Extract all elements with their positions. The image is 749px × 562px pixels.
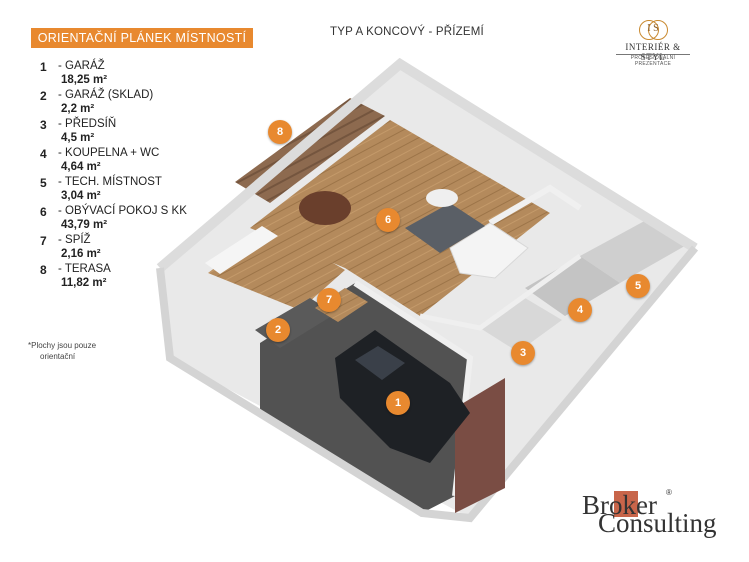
legend-room-area: 4,5 m² xyxy=(61,132,95,144)
wall-front xyxy=(156,245,699,523)
legend-room-area: 11,82 m² xyxy=(61,277,107,289)
room-marker-obyvaci-pokoj: 6 xyxy=(376,208,400,232)
broker-consulting-logo: Broker ® Consulting xyxy=(582,488,742,550)
broker-logo-line1: Broker xyxy=(582,490,657,520)
room-marker-koupelna: 4 xyxy=(568,298,592,322)
broker-logo-line2: Consulting xyxy=(598,508,717,538)
room-marker-predsin: 3 xyxy=(511,341,535,365)
registered-mark: ® xyxy=(666,488,672,497)
plan-header-text: ORIENTAČNÍ PLÁNEK MÍSTNOSTÍ xyxy=(37,31,247,45)
monogram-logo-icon: I S xyxy=(639,18,668,40)
staircase xyxy=(449,222,529,279)
legend-room-name: - GARÁŽ xyxy=(58,60,105,72)
broker-logo-accent-icon xyxy=(614,491,638,517)
room-marker-garaz: 1 xyxy=(386,391,410,415)
legend-item: 3 - PŘEDSÍŇ 4,5 m² xyxy=(40,118,200,147)
plan-header-badge: ORIENTAČNÍ PLÁNEK MÍSTNOSTÍ xyxy=(31,28,253,48)
dining-table xyxy=(299,191,351,225)
wall-outline xyxy=(156,57,698,272)
legend-room-name: - SPÍŽ xyxy=(58,234,91,246)
legend-room-name: - OBÝVACÍ POKOJ S KK xyxy=(58,205,187,217)
sofa xyxy=(405,203,485,253)
legend-item: 2 - GARÁŽ (SKLAD) 2,2 m² xyxy=(40,89,200,118)
floor-plan-illustration: 8 6 7 2 1 3 4 5 xyxy=(150,57,710,528)
interier-styl-tagline: PROFESIONÁLNÍ PREZENTACE xyxy=(630,55,676,67)
legend-number: 4 xyxy=(40,147,47,161)
hallway-floor xyxy=(480,298,562,352)
tech-room-floor xyxy=(580,218,690,283)
room-marker-garaz-sklad: 2 xyxy=(266,318,290,342)
coffee-table xyxy=(426,189,458,207)
legend-item: 8 - TERASA 11,82 m² xyxy=(40,263,200,292)
interier-styl-name: INTERIÉR & STYL xyxy=(625,42,681,62)
kitchen-counter xyxy=(205,226,278,274)
bathroom-floor xyxy=(525,256,620,316)
legend-number: 7 xyxy=(40,234,47,248)
legend-number: 1 xyxy=(40,60,47,74)
legend-room-name: - GARÁŽ (SKLAD) xyxy=(58,89,154,101)
logo-divider xyxy=(616,54,690,55)
legend-item: 5 - TECH. MÍSTNOST 3,04 m² xyxy=(40,176,200,205)
legend-room-area: 43,79 m² xyxy=(61,219,108,231)
legend-room-name: - TECH. MÍSTNOST xyxy=(58,176,162,188)
legend-number: 6 xyxy=(40,205,47,219)
legend-room-area: 3,04 m² xyxy=(61,190,101,202)
room-marker-spiz: 7 xyxy=(317,288,341,312)
pantry-floor xyxy=(315,288,368,322)
legend-room-name: - PŘEDSÍŇ xyxy=(58,118,117,130)
legend-room-name: - KOUPELNA + WC xyxy=(58,147,160,159)
monogram-letters: I S xyxy=(647,23,659,34)
interior-wall xyxy=(419,253,582,331)
legend-room-area: 18,25 m² xyxy=(61,74,108,86)
room-marker-tech-mistnost: 5 xyxy=(626,274,650,298)
kitchen-floor xyxy=(208,226,345,310)
footnote-line-1: *Plochy jsou pouze xyxy=(28,341,97,350)
legend-number: 8 xyxy=(40,263,47,277)
footnote-line-2: orientační xyxy=(40,352,76,361)
legend-number: 5 xyxy=(40,176,47,190)
car-windshield xyxy=(355,346,405,380)
legend-number: 2 xyxy=(40,89,47,103)
legend-item: 7 - SPÍŽ 2,16 m² xyxy=(40,234,200,263)
room-marker-terasa: 8 xyxy=(268,120,292,144)
legend-room-name: - TERASA xyxy=(58,263,111,275)
legend-item: 4 - KOUPELNA + WC 4,64 m² xyxy=(40,147,200,176)
legend-item: 6 - OBÝVACÍ POKOJ S KK 43,79 m² xyxy=(40,205,200,234)
legend-room-area: 2,16 m² xyxy=(61,248,101,260)
legend-number: 3 xyxy=(40,118,47,132)
area-footnote: *Plochy jsou pouze orientační xyxy=(28,340,138,362)
legend-room-area: 2,2 m² xyxy=(61,103,95,115)
floor-plan-drawing xyxy=(156,57,699,523)
legend-room-area: 4,64 m² xyxy=(61,161,101,173)
stair-wall xyxy=(488,184,582,226)
interier-styl-logo: I S INTERIÉR & STYL PROFESIONÁLNÍ PREZEN… xyxy=(612,18,694,67)
legend-item: 1 - GARÁŽ 18,25 m² xyxy=(40,60,200,89)
plan-title: TYP A KONCOVÝ - PŘÍZEMÍ xyxy=(330,26,484,38)
